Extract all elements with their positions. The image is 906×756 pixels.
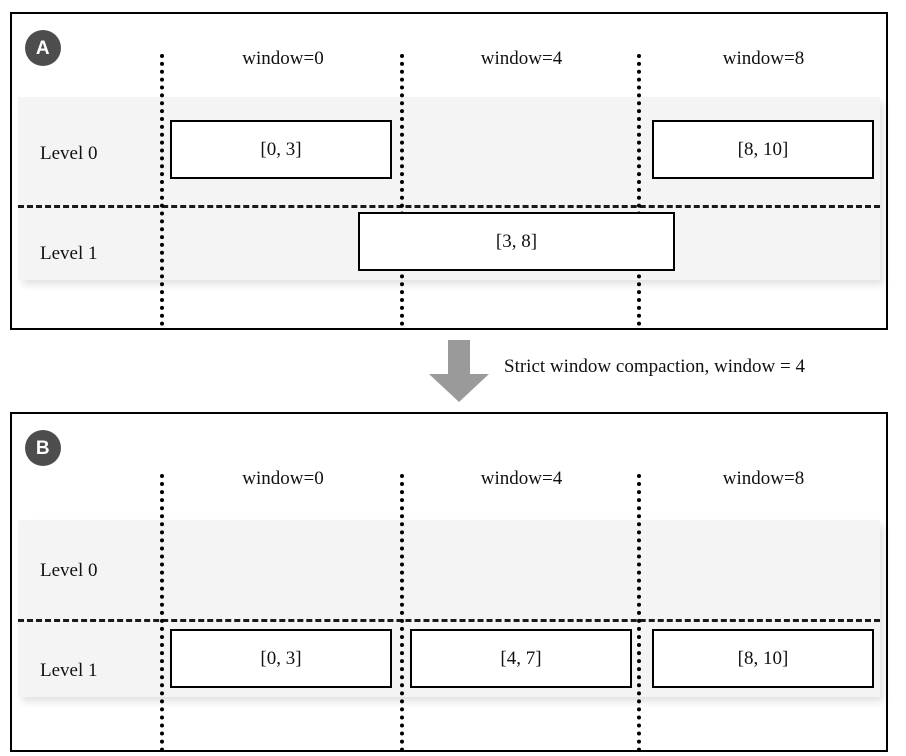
panel-a-badge: A — [25, 30, 61, 66]
down-arrow-icon — [429, 340, 489, 402]
panel-a-column-header-window-4: window=4 — [480, 48, 563, 69]
panel-b-column-header-window-0: window=0 — [242, 468, 324, 489]
panel-a-column-header-window-0: window=0 — [242, 48, 324, 69]
panel-b-run-box-level1-window8: [8, 10] — [652, 629, 874, 688]
panel-b-window-rule-1 — [400, 474, 404, 752]
panel-a-run-box-level0-window0: [0, 3] — [170, 120, 392, 179]
panel-a-level-divider — [18, 205, 880, 208]
panel-a-column-header-window-8: window=8 — [722, 48, 805, 69]
panel-b-window-rule-2 — [637, 474, 641, 752]
transition-group: Strict window compaction, window = 4 — [0, 334, 906, 408]
panel-a-run-box-level1-window4: [3, 8] — [358, 212, 675, 271]
panel-a-window-rule-1 — [400, 54, 404, 326]
panel-b-column-header-window-4: window=4 — [480, 468, 563, 489]
panel-a-level-label-0: Level 0 — [40, 143, 98, 164]
panel-b-run-box-level1-window4: [4, 7] — [410, 629, 632, 688]
panel-b-badge: B — [25, 430, 61, 466]
panel-b-level-divider — [18, 619, 880, 622]
transition-caption: Strict window compaction, window = 4 — [504, 356, 805, 377]
panel-b-window-rule-0 — [160, 474, 164, 752]
panel-a-level-label-1: Level 1 — [40, 243, 98, 264]
panel-a-window-rule-2 — [637, 54, 641, 326]
panel-b-column-header-window-8: window=8 — [722, 468, 805, 489]
panel-a: A window=0 window=4 window=8 Level 0 Lev… — [10, 12, 888, 330]
panel-b-level-label-1: Level 1 — [40, 660, 98, 681]
panel-b: B window=0 window=4 window=8 Level 0 Lev… — [10, 412, 888, 752]
panel-b-level-label-0: Level 0 — [40, 560, 98, 581]
panel-a-window-rule-0 — [160, 54, 164, 326]
panel-b-run-box-level1-window0: [0, 3] — [170, 629, 392, 688]
panel-a-run-box-level0-window8: [8, 10] — [652, 120, 874, 179]
